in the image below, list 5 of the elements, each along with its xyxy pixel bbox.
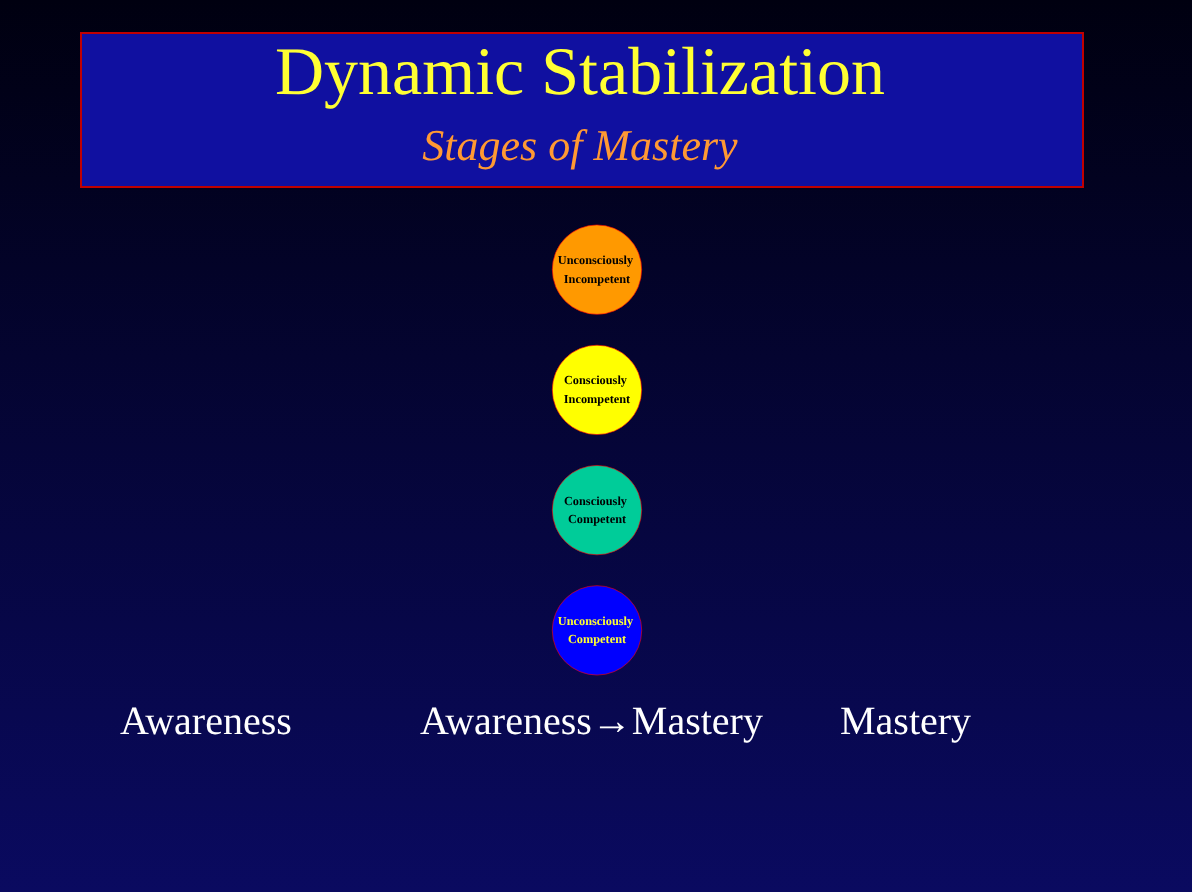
subtitle: Stages of Mastery [420,120,740,172]
bracket-label: Awareness [120,700,292,746]
bracket-label: Mastery [840,700,972,746]
bracket-label: Awareness→Mastery [420,700,763,746]
title: Dynamic Stabilization [273,36,887,112]
